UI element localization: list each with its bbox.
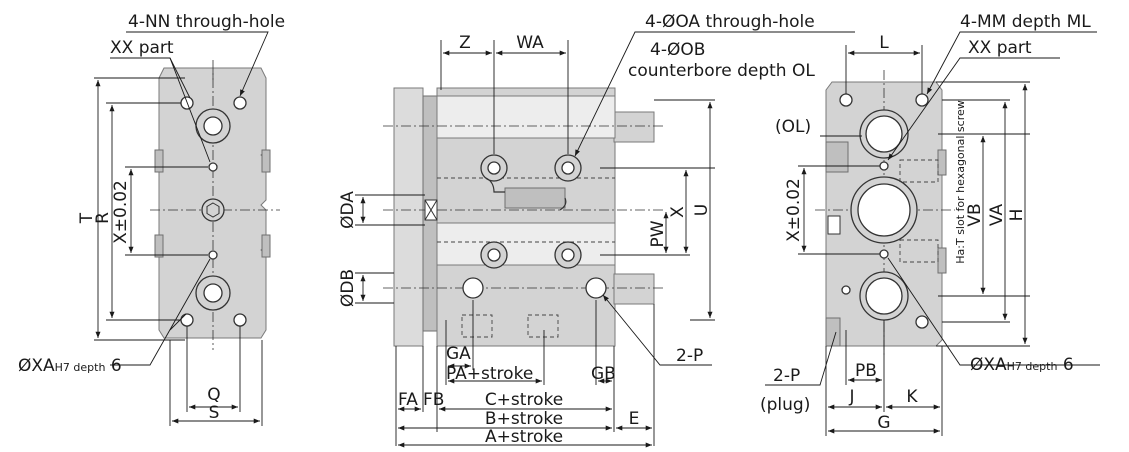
dim-va-label: VA [987, 204, 1007, 227]
port-2p-right-label: 2-P [773, 366, 800, 386]
switch-slot [527, 314, 559, 338]
piston-bore-inner [857, 183, 911, 237]
dim-h-label: H [1007, 209, 1027, 222]
dim-u-label: U [692, 204, 712, 216]
piston-rod [504, 187, 566, 209]
t-slot-label: Ha:T slot for hexagonal screw [954, 100, 967, 263]
dim-vb-label: VB [965, 203, 985, 226]
dim-z-label: Z [459, 33, 471, 53]
guide-rod-bore-inner [865, 115, 903, 153]
dim-l-label: L [879, 33, 889, 53]
plug-label: (plug) [760, 395, 810, 415]
left-side-rib [261, 149, 271, 173]
dim-gb-label: GB [591, 364, 616, 384]
mm-hole [915, 93, 929, 107]
xa-pin-hole [208, 250, 218, 260]
dim-ga-label: GA [446, 344, 471, 364]
left-side-rib [154, 149, 164, 173]
oa-through-hole-inner [561, 161, 575, 175]
guide-rail-bottom [436, 222, 616, 266]
counterbore-hole-inner [203, 283, 223, 303]
guide-rod-top [613, 111, 655, 143]
hex-socket-icon [206, 202, 220, 218]
center-hex-bolt [201, 198, 225, 222]
dim-s-label: S [209, 403, 220, 423]
xa-label: ØXAH7 depth 6 [18, 356, 122, 376]
dim-x-right-label: X±0.02 [784, 178, 804, 242]
port-p [462, 277, 484, 299]
mm-hole [915, 315, 929, 329]
guide-rail-top [436, 95, 616, 139]
dim-pa-label: PA+stroke [446, 364, 533, 384]
port-p [585, 277, 607, 299]
oa-through-hole-label: 4-ØOA through-hole [645, 12, 815, 32]
ob-counterbore-label: counterbore depth OL [628, 61, 815, 81]
xa-right-label: ØXAH7 depth 6 [970, 355, 1074, 375]
dim-j-label: J [848, 387, 854, 407]
dim-x-label: X±0.02 [111, 180, 131, 244]
dim-g-label: G [877, 413, 890, 433]
dim-x-mid-label: X [668, 206, 688, 218]
xa-pin-hole [879, 249, 889, 259]
counterbore-hole-inner [203, 116, 223, 136]
dim-wa-label: WA [516, 33, 544, 53]
left-end-view: 4-NN through-hole XX part T R X±0.02 ØXA… [18, 12, 285, 426]
ob-label: 4-ØOB [650, 40, 705, 60]
t-slot-bottom [899, 239, 939, 263]
guide-rod-bottom [613, 273, 655, 305]
dim-c-label: C+stroke [485, 390, 563, 410]
dim-t-label: T [77, 212, 97, 224]
port-2p-label: 2-P [676, 346, 703, 366]
dim-fa-label: FA [398, 390, 418, 410]
left-side-rib [154, 234, 164, 258]
end-plate [393, 87, 424, 347]
xx-part-right-label: XX part [968, 38, 1032, 58]
t-slot-top [899, 159, 939, 183]
guide-rod-bore-inner [865, 277, 903, 315]
dim-k-label: K [906, 387, 918, 407]
dim-pw-label: PW [648, 220, 668, 247]
right-side-rib [937, 247, 947, 274]
xa-pin-hole [208, 162, 218, 172]
mm-hole [839, 93, 853, 107]
nn-through-hole [233, 96, 247, 110]
oa-through-hole-inner [487, 248, 501, 262]
oa-through-hole-inner [487, 161, 501, 175]
switch-slot [461, 314, 493, 338]
dim-r-label: R [93, 212, 113, 224]
left-side-rib [261, 234, 271, 258]
right-side-rib [937, 149, 947, 176]
side-port-square [827, 215, 841, 235]
left-port-block [825, 141, 849, 173]
nn-through-hole-label: 4-NN through-hole [128, 12, 285, 32]
mm-depth-label: 4-MM depth ML [960, 12, 1091, 32]
dim-pb-label: PB [855, 361, 877, 381]
dim-fb-label: FB [423, 390, 444, 410]
right-end-view: 4-MM depth ML L XX part (OL) X±0.02 Ha:T… [760, 12, 1100, 436]
dim-ol-label: (OL) [775, 117, 811, 137]
dim-db-label: ØDB [338, 269, 358, 307]
nn-through-hole [233, 313, 247, 327]
dim-q-label: Q [207, 385, 220, 405]
dim-da-label: ØDA [338, 191, 358, 229]
xa-pin-hole [879, 161, 889, 171]
dim-e-label: E [629, 409, 640, 429]
mm-hole [841, 285, 851, 295]
side-view: Z WA 4-ØOA through-hole 4-ØOB counterbor… [338, 12, 855, 448]
dim-a-label: A+stroke [485, 427, 563, 447]
oa-through-hole-inner [561, 248, 575, 262]
nn-through-hole [180, 313, 194, 327]
xx-part-label: XX part [110, 38, 174, 58]
dim-b-label: B+stroke [485, 409, 563, 429]
plug [825, 317, 841, 347]
